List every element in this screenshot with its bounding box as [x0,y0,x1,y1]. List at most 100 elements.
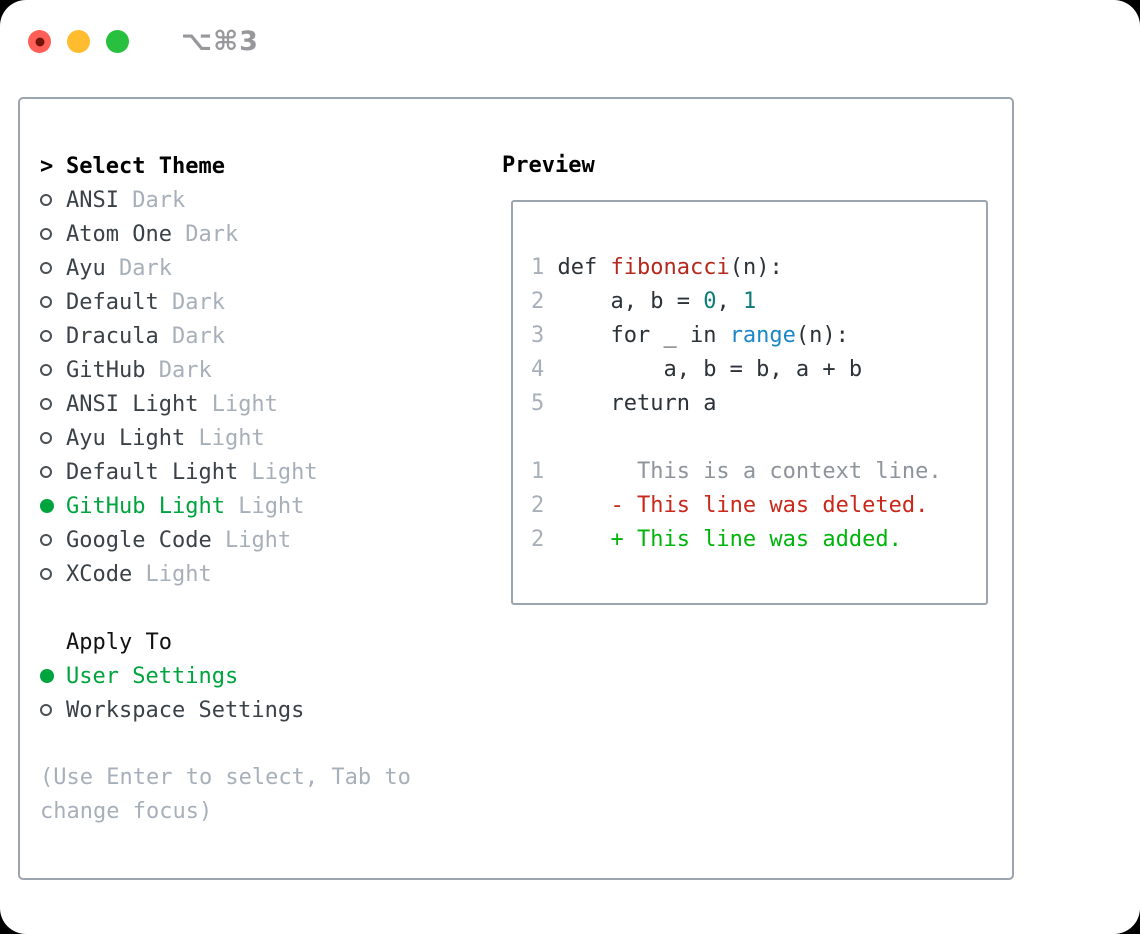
radio-icon [40,194,52,206]
code-line: 2 a, b = 0, 1 [531,285,986,319]
theme-item-ansi[interactable]: ANSI Dark [40,183,502,217]
theme-item-dracula[interactable]: Dracula Dark [40,319,502,353]
select-theme-title: Select Theme [66,153,225,179]
titlebar: ⌥⌘3 [28,26,259,57]
code-line: 2 - This line was deleted. [531,489,986,523]
radio-icon [40,296,52,308]
minimize-button[interactable] [67,30,90,53]
theme-item-xcode[interactable]: XCode Light [40,557,502,591]
label: User Settings [66,663,239,689]
line-number: 5 [531,391,545,416]
apply-to-title: Apply To [66,629,172,655]
label: Default Light [66,459,239,485]
code-line: 4 a, b = b, a + b [531,353,986,387]
label: XCode [66,561,133,587]
apply-option-workspace-settings[interactable]: Workspace Settings [40,693,502,727]
theme-item-atom-one[interactable]: Atom One Dark [40,217,502,251]
label: Dark [145,357,212,383]
code-token: a, b = [544,289,704,314]
code-token: fibonacci [610,255,730,280]
code-token: a, b = b, a + b [544,357,863,382]
label: Atom One [66,221,172,247]
code-token: (n): [729,255,783,280]
line-number: 2 [531,527,545,552]
code-token: 1 [742,289,757,314]
theme-item-default[interactable]: Default Dark [40,285,502,319]
line-number: 2 [531,289,545,314]
close-dot-icon [35,37,44,46]
radio-icon [40,228,52,240]
line-number: 1 [531,255,545,280]
label: Dark [158,323,225,349]
label: Light [224,493,305,519]
radio-icon [40,704,52,716]
theme-item-ayu[interactable]: Ayu Dark [40,251,502,285]
label: Workspace Settings [66,697,305,723]
label: GitHub [66,357,146,383]
radio-icon [40,432,52,444]
prompt-caret-icon: > [40,153,54,179]
label: Light [198,391,278,417]
label: Ayu Light [66,425,186,451]
line-number: 2 [531,493,545,518]
code-token: , [716,289,743,314]
window-title: ⌥⌘3 [181,26,259,57]
keyboard-hint: (Use Enter to select, Tab to change focu… [40,765,411,824]
radio-selected-icon [40,669,54,683]
code-line [531,421,986,455]
label: Dark [118,187,186,213]
label: Default [66,289,159,315]
code-token: for _ in [544,323,730,348]
label: Ayu [66,255,106,281]
theme-item-ayu-light[interactable]: Ayu Light Light [40,421,502,455]
label: Dark [105,255,172,281]
label: Dracula [66,323,159,349]
label: Google Code [66,527,212,553]
code-token: def [544,255,611,280]
label: Light [211,527,292,553]
theme-item-google-code[interactable]: Google Code Light [40,523,502,557]
select-theme-header: > Select Theme [40,149,502,183]
code-line: 3 for _ in range(n): [531,319,986,353]
label: Light [238,459,318,485]
right-column: Preview 1 def fibonacci(n):2 a, b = 0, 1… [502,99,1016,878]
label: Light [185,425,265,451]
code-token: return a [544,391,717,416]
label: ANSI Light [66,391,199,417]
preview-title: Preview [502,153,595,178]
line-number: 1 [531,459,545,484]
code-token: range [729,323,796,348]
radio-icon [40,466,52,478]
code-token: - This line was deleted. [544,493,929,518]
label: ANSI [66,187,119,213]
radio-icon [40,330,52,342]
zoom-button[interactable] [106,30,129,53]
code-token: 0 [703,289,717,314]
apply-to-header: Apply To [40,625,502,659]
label: Dark [171,221,239,247]
close-button[interactable] [28,30,51,53]
theme-item-github-light[interactable]: GitHub Light Light [40,489,502,523]
label: Dark [158,289,225,315]
label: GitHub Light [66,493,225,519]
theme-item-default-light[interactable]: Default Light Light [40,455,502,489]
code-line: 1 This is a context line. [531,455,986,489]
apply-option-user-settings[interactable]: User Settings [40,659,502,693]
gap [40,591,502,625]
theme-item-github[interactable]: GitHub Dark [40,353,502,387]
radio-icon [40,262,52,274]
radio-icon [40,534,52,546]
radio-selected-icon [40,499,54,513]
theme-item-ansi-light[interactable]: ANSI Light Light [40,387,502,421]
code-line: 2 + This line was added. [531,523,986,557]
code-token: (n): [795,323,849,348]
radio-icon [40,364,52,376]
label: Light [132,561,212,587]
radio-icon [40,568,52,580]
